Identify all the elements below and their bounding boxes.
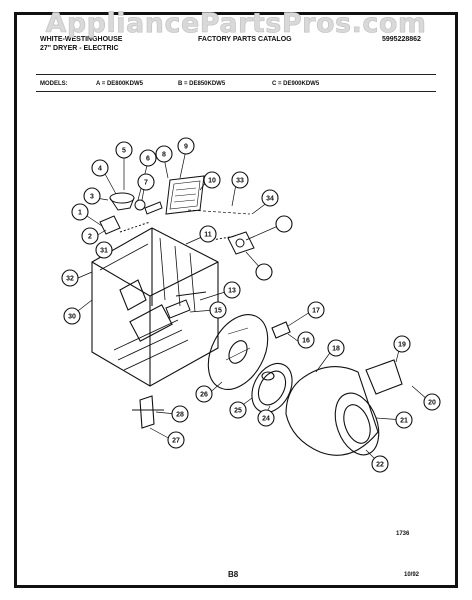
svg-text:16: 16 bbox=[302, 338, 310, 345]
callout-18: 18 bbox=[327, 339, 345, 357]
model-c: C = DE900KDW5 bbox=[272, 81, 320, 87]
svg-text:18: 18 bbox=[332, 346, 340, 353]
svg-text:26: 26 bbox=[200, 392, 208, 399]
callout-33 bbox=[255, 263, 273, 281]
callout-13: 13 bbox=[223, 281, 241, 299]
watermark: AppliancePartsPros.com bbox=[45, 8, 427, 40]
callout-20: 20 bbox=[423, 393, 441, 411]
callout-6: 6 bbox=[139, 149, 157, 167]
callout-26: 27 bbox=[167, 431, 185, 449]
callout-1: 1 bbox=[71, 203, 89, 221]
callout-bubbles: 5 6 8 9 4 7 10 3 33 34 1 11 2 31 32 13 1… bbox=[61, 137, 441, 473]
svg-text:33: 33 bbox=[236, 178, 244, 185]
product-name: 27" DRYER - ELECTRIC bbox=[40, 45, 119, 52]
callout-3: 3 bbox=[83, 187, 101, 205]
page-number: B8 bbox=[228, 570, 239, 579]
figure-code: 1736 bbox=[396, 531, 410, 537]
callout-11: 11 bbox=[199, 225, 217, 243]
callout-25: 26 bbox=[195, 385, 213, 403]
svg-text:28: 28 bbox=[176, 412, 184, 419]
callout-30: 32 bbox=[61, 269, 79, 287]
brand-name: WHITE-WESTINGHOUSE bbox=[40, 36, 123, 43]
callout-15: 15 bbox=[209, 301, 227, 319]
models-label: MODELS: bbox=[40, 81, 68, 87]
svg-text:21: 21 bbox=[400, 418, 408, 425]
callout-16: 16 bbox=[297, 331, 315, 349]
svg-text:25: 25 bbox=[234, 408, 242, 415]
callout-19: 19 bbox=[393, 335, 411, 353]
callout-10: 10 bbox=[203, 171, 221, 189]
model-b: B = DE850KDW5 bbox=[178, 81, 226, 87]
svg-text:10: 10 bbox=[208, 178, 216, 185]
callout-7: 7 bbox=[137, 173, 155, 191]
callout-29: 31 bbox=[95, 241, 113, 259]
svg-text:3: 3 bbox=[90, 194, 94, 201]
svg-text:24: 24 bbox=[262, 416, 270, 423]
svg-text:30: 30 bbox=[68, 314, 76, 321]
revision-date: 10/92 bbox=[404, 572, 420, 578]
callout-9: 9 bbox=[177, 137, 195, 155]
document-number: 5995228862 bbox=[382, 36, 421, 43]
svg-text:4: 4 bbox=[98, 166, 102, 173]
right-parts bbox=[165, 231, 255, 319]
callout-8: 8 bbox=[155, 145, 173, 163]
svg-text:22: 22 bbox=[376, 462, 384, 469]
callout-21: 21 bbox=[395, 411, 413, 429]
top-parts bbox=[99, 175, 251, 235]
svg-text:20: 20 bbox=[428, 400, 436, 407]
svg-text:8: 8 bbox=[162, 152, 166, 159]
svg-text:19: 19 bbox=[398, 342, 406, 349]
callout-32: 34 bbox=[261, 189, 279, 207]
svg-text:11: 11 bbox=[204, 232, 212, 239]
svg-text:15: 15 bbox=[214, 308, 222, 315]
svg-text:17: 17 bbox=[312, 308, 320, 315]
svg-text:31: 31 bbox=[100, 248, 108, 255]
svg-text:32: 32 bbox=[66, 276, 74, 283]
callout-34 bbox=[275, 215, 293, 233]
svg-text:9: 9 bbox=[184, 144, 188, 151]
callout-27: 28 bbox=[171, 405, 189, 423]
svg-text:13: 13 bbox=[228, 288, 236, 295]
header-rule-top bbox=[36, 74, 436, 75]
svg-text:27: 27 bbox=[172, 438, 180, 445]
svg-text:6: 6 bbox=[146, 156, 150, 163]
svg-text:2: 2 bbox=[88, 234, 92, 241]
callout-2: 2 bbox=[81, 227, 99, 245]
callout-22: 22 bbox=[371, 455, 389, 473]
callout-31: 33 bbox=[231, 171, 249, 189]
callout-5: 5 bbox=[115, 141, 133, 159]
svg-text:1: 1 bbox=[78, 210, 82, 217]
blower-and-drum bbox=[132, 314, 403, 456]
callout-4: 4 bbox=[91, 159, 109, 177]
catalog-title: FACTORY PARTS CATALOG bbox=[198, 36, 292, 43]
callout-17: 17 bbox=[307, 301, 325, 319]
callout-24: 25 bbox=[229, 401, 247, 419]
svg-text:7: 7 bbox=[144, 180, 148, 187]
callout-23: 24 bbox=[257, 409, 275, 427]
callout-28: 30 bbox=[63, 307, 81, 325]
svg-text:34: 34 bbox=[266, 196, 274, 203]
model-a: A = DE800KDW5 bbox=[96, 81, 143, 87]
svg-text:5: 5 bbox=[122, 148, 126, 155]
page-frame bbox=[14, 12, 458, 588]
header-rule-bottom bbox=[36, 91, 436, 92]
